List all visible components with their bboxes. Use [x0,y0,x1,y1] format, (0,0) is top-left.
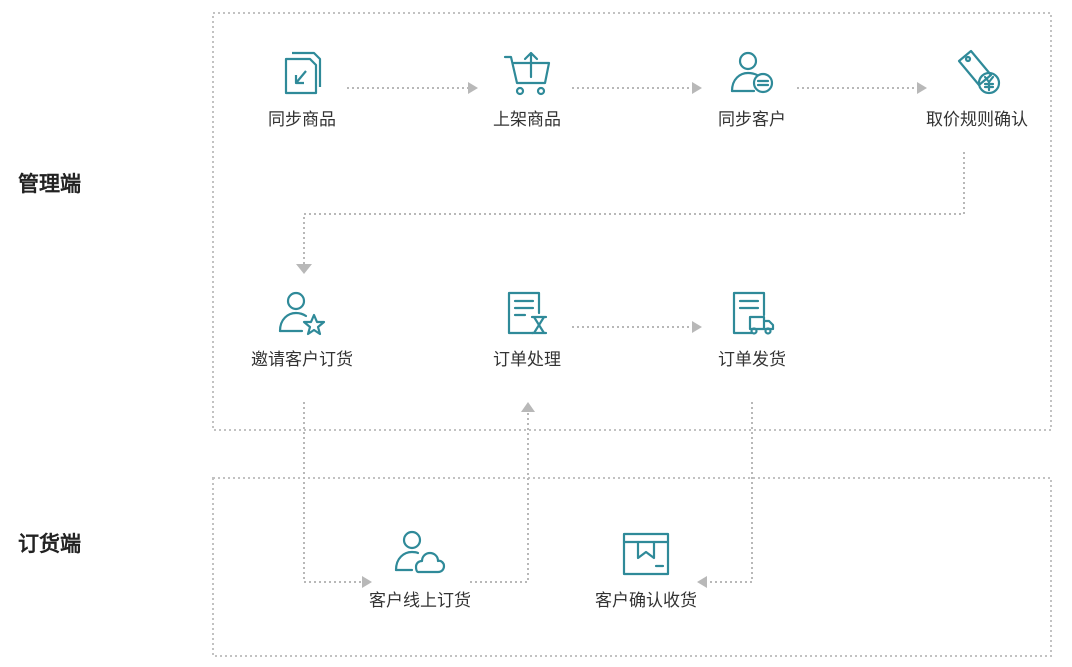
step-sync-goods: 同步商品 [212,47,392,130]
connector-online-order-to-processing [470,412,529,583]
document-truck-icon [732,291,775,335]
connector-invite-to-online-order [303,402,362,583]
arrowhead-online-order [362,576,372,588]
package-box-icon [622,532,670,576]
step-label: 取价规则确认 [926,110,1028,130]
step-customer-confirm-receipt: 客户确认收货 [556,528,736,611]
admin-lane-label: 管理端 [18,172,81,196]
step-label: 上架商品 [493,110,561,130]
step-sync-customers: 同步客户 [662,47,842,130]
shopping-cart-upload-icon [503,51,551,96]
user-star-icon [278,291,326,336]
arrowhead-price-rules [917,82,927,94]
step-label: 同步客户 [718,110,786,130]
step-invite-customers: 邀请客户订货 [212,287,392,370]
arrowhead-confirm-receipt [697,576,707,588]
step-order-processing: 订单处理 [437,287,617,370]
order-lane-label: 订货端 [18,532,81,556]
step-customer-online-order: 客户线上订货 [330,528,510,611]
step-order-shipping: 订单发货 [662,287,842,370]
admin-lane-frame [212,12,1052,431]
document-sync-icon [284,51,322,95]
user-cloud-icon [394,530,446,574]
connector-shipping-to-receipt [707,402,753,583]
arrowhead-sync-customers [692,82,702,94]
step-label: 订单处理 [493,350,561,370]
order-lane-frame [212,477,1052,657]
arrowhead-order-processing [521,402,535,412]
user-sync-icon [730,51,774,94]
arrowhead-invite [296,264,312,274]
step-list-goods: 上架商品 [437,47,617,130]
step-label: 邀请客户订货 [251,350,353,370]
arrowhead-order-shipping [692,321,702,333]
step-label: 同步商品 [268,110,336,130]
price-tag-yen-icon [957,49,1001,95]
connector-price-rules-to-invite [303,152,965,266]
document-hourglass-icon [507,291,548,335]
step-label: 客户确认收货 [595,591,697,611]
step-label: 客户线上订货 [369,591,471,611]
step-label: 订单发货 [718,350,786,370]
step-price-rules: 取价规则确认 [887,47,1067,130]
arrowhead-list-goods [468,82,478,94]
